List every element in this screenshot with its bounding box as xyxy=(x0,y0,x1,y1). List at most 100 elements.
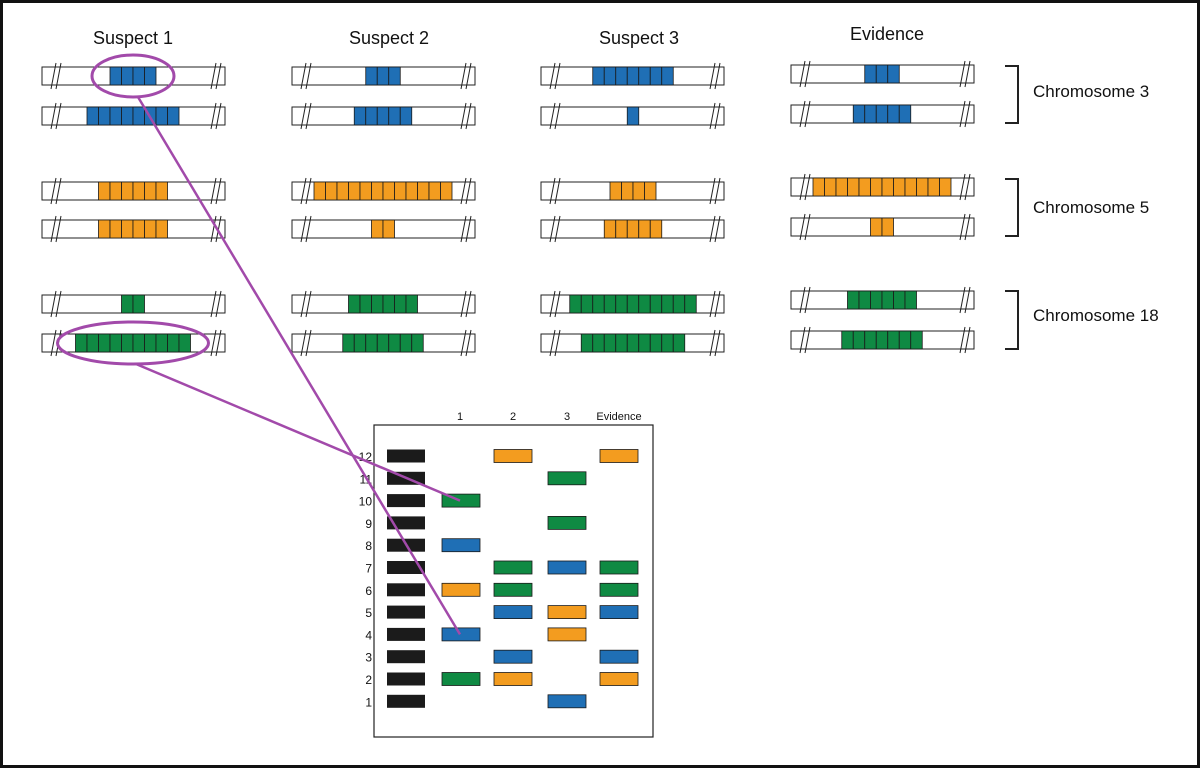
break-mark xyxy=(300,102,307,130)
column-titles: Suspect 1 Suspect 2 Suspect 3 Evidence xyxy=(93,24,924,48)
str-repeat-unit xyxy=(649,219,663,239)
chromosome-strand xyxy=(540,290,725,318)
break-mark xyxy=(210,177,217,205)
chromosome-strand xyxy=(41,329,226,357)
str-repeat-unit xyxy=(632,181,645,201)
str-repeat-unit xyxy=(858,290,871,310)
str-repeat-unit xyxy=(75,333,88,353)
str-repeat-unit xyxy=(144,66,157,86)
gel-band xyxy=(599,649,639,664)
str-repeat-unit xyxy=(615,333,628,353)
chromosome-brackets: Chromosome 3 Chromosome 5 Chromosome 18 xyxy=(1005,65,1159,350)
str-repeat-unit xyxy=(864,330,877,350)
break-mark xyxy=(549,62,556,90)
str-repeat-unit xyxy=(603,66,617,86)
str-repeat-unit xyxy=(376,106,390,126)
str-repeat-unit xyxy=(155,106,168,126)
str-repeat-unit xyxy=(348,294,361,314)
break-mark xyxy=(714,177,721,205)
str-repeat-unit xyxy=(661,333,674,353)
break-mark xyxy=(549,102,556,130)
str-repeat-unit xyxy=(603,294,617,314)
str-repeat-unit xyxy=(167,333,180,353)
break-mark xyxy=(804,213,811,241)
break-mark xyxy=(50,329,57,357)
chromosome-bracket xyxy=(1005,178,1019,237)
gel-band xyxy=(493,672,533,686)
str-repeat-unit xyxy=(155,181,168,201)
ladder-size-label: 2 xyxy=(365,673,372,687)
ladder-band xyxy=(387,650,425,664)
break-mark xyxy=(210,290,217,318)
str-repeat-unit xyxy=(132,66,145,86)
break-mark xyxy=(799,100,806,128)
highlight-ellipse xyxy=(90,53,176,99)
ladder-size-label: 7 xyxy=(365,562,372,576)
break-mark xyxy=(50,177,57,205)
str-repeat-unit xyxy=(353,333,367,353)
break-mark xyxy=(300,62,307,90)
gel-band xyxy=(547,627,587,642)
break-mark xyxy=(964,173,971,201)
gel-band xyxy=(441,538,481,553)
str-repeat-unit xyxy=(411,333,424,353)
break-mark xyxy=(305,62,312,90)
chromosome-strand xyxy=(540,215,725,243)
break-mark xyxy=(554,177,561,205)
break-mark xyxy=(465,215,472,243)
break-mark xyxy=(465,62,472,90)
ladder-band xyxy=(387,561,425,574)
break-mark xyxy=(709,290,716,318)
str-repeat-unit xyxy=(132,181,145,201)
gel-electrophoresis: 1 2 3 Evidence 121110987654321 xyxy=(359,411,654,738)
str-repeat-unit xyxy=(109,333,122,353)
break-mark xyxy=(465,329,472,357)
break-mark xyxy=(964,286,971,314)
break-mark xyxy=(714,102,721,130)
break-mark xyxy=(210,62,217,90)
str-repeat-unit xyxy=(405,294,418,314)
highlight-connector xyxy=(135,362,461,502)
gel-band xyxy=(547,605,587,619)
highlight-ellipse xyxy=(56,320,210,366)
break-mark xyxy=(55,215,62,243)
break-mark xyxy=(959,100,966,128)
str-repeat-unit xyxy=(939,177,952,197)
str-repeat-unit xyxy=(144,181,157,201)
str-repeat-unit xyxy=(394,181,407,201)
break-mark xyxy=(460,62,467,90)
str-repeat-unit xyxy=(359,294,372,314)
str-repeat-unit xyxy=(615,219,628,239)
gel-lane-header-2: 2 xyxy=(510,411,516,423)
column-title-suspect-3: Suspect 3 xyxy=(599,28,679,48)
break-mark xyxy=(215,177,222,205)
str-repeat-unit xyxy=(898,330,912,350)
str-repeat-unit xyxy=(824,177,837,197)
str-repeat-unit xyxy=(638,66,651,86)
break-mark xyxy=(55,102,62,130)
gel-band xyxy=(493,560,533,575)
break-mark xyxy=(50,102,57,130)
str-repeat-unit xyxy=(569,294,582,314)
break-mark xyxy=(709,102,716,130)
str-repeat-unit xyxy=(365,333,378,353)
ladder-size-label: 6 xyxy=(365,584,372,598)
gel-band xyxy=(599,672,639,686)
highlight-connector xyxy=(136,96,462,636)
break-mark xyxy=(554,290,561,318)
ladder-size-label: 3 xyxy=(365,651,372,665)
gel-band xyxy=(441,582,481,597)
str-repeat-unit xyxy=(121,66,134,86)
break-mark xyxy=(465,102,472,130)
chromosome-strand xyxy=(540,329,725,357)
str-repeat-unit xyxy=(121,106,134,126)
str-repeat-unit xyxy=(592,333,605,353)
break-mark xyxy=(50,290,57,318)
break-mark xyxy=(55,177,62,205)
gel-band xyxy=(493,649,533,664)
str-repeat-unit xyxy=(109,106,122,126)
ladder-band xyxy=(387,583,425,597)
chromosome-strand xyxy=(790,173,975,201)
str-repeat-unit xyxy=(621,181,634,201)
str-repeat-unit xyxy=(672,333,686,353)
